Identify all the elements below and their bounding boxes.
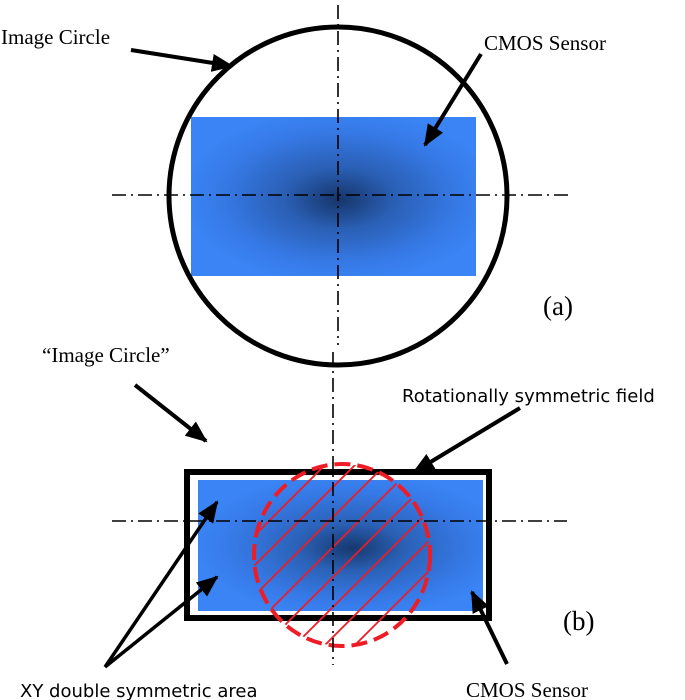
- image-circle-label-a: Image Circle: [1, 25, 110, 49]
- panel-a-label: (a): [543, 291, 573, 321]
- image-circle-arrow-a: [130, 48, 234, 72]
- image-circle-label-b: “Image Circle”: [42, 343, 170, 367]
- cmos-sensor-rect-b: [198, 480, 483, 611]
- panel-b-label: (b): [563, 606, 594, 636]
- image-circle-arrow-b: [133, 383, 208, 443]
- cmos-sensor-arrow-a: [423, 52, 483, 147]
- cmos-sensor-label-b: CMOS Sensor: [466, 678, 588, 700]
- cmos-sensor-label-a: CMOS Sensor: [484, 31, 606, 55]
- xy-area-arrow-lower: [103, 575, 219, 669]
- xy-area-label: XY double symmetric area: [20, 681, 258, 700]
- xy-area-arrow-upper: [103, 500, 219, 668]
- panel-a: Image Circle CMOS Sensor (a): [1, 5, 606, 368]
- panel-b: “Image Circle” Rotationally symmetric fi…: [20, 343, 655, 700]
- rotational-field-circle: [252, 462, 432, 648]
- image-circle-a: [166, 24, 510, 368]
- cmos-sensor-rect-a: [191, 117, 476, 276]
- rotational-field-arrow: [412, 406, 522, 474]
- rotational-field-label: Rotationally symmetric field: [402, 386, 655, 407]
- cmos-sensor-arrow-b: [470, 590, 509, 665]
